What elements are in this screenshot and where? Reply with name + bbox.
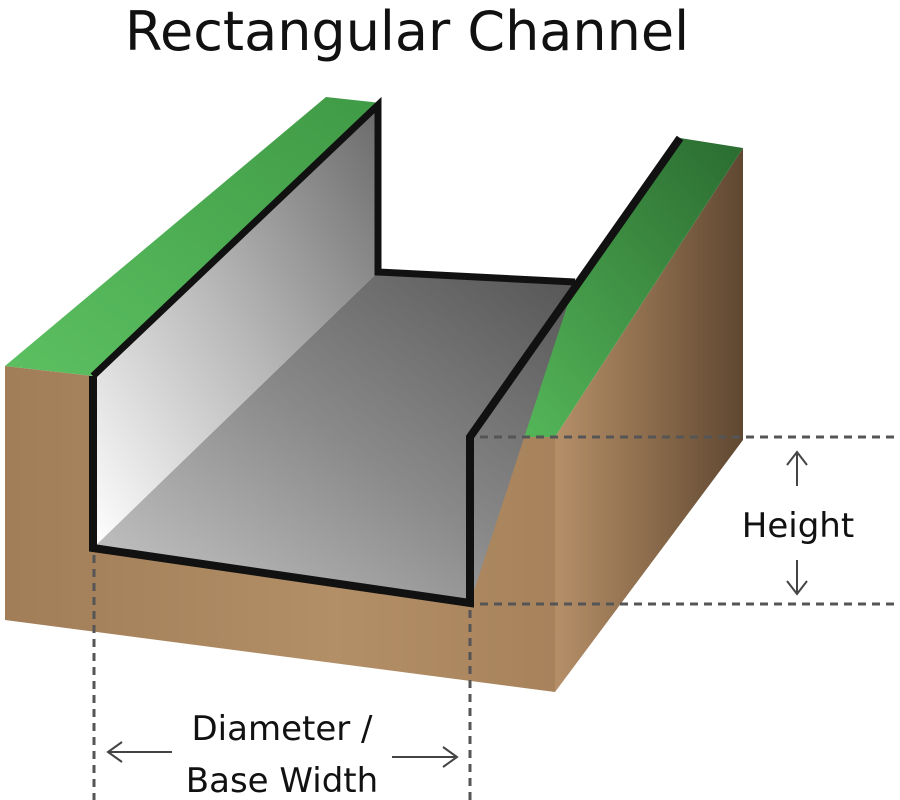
- height-down-arrow-icon: [786, 560, 808, 596]
- soil-front-face: [5, 366, 555, 692]
- left-bank-grass: [5, 97, 381, 376]
- base-right-arrow-icon: [392, 746, 459, 768]
- diagram-title: Rectangular Channel: [125, 0, 689, 63]
- channel-outline: [89, 135, 684, 608]
- channel-floor: [93, 272, 575, 603]
- height-label: Height: [742, 506, 854, 546]
- base-width-label-line1: Diameter /: [192, 709, 374, 749]
- channel-left-wall: [93, 105, 378, 548]
- height-up-arrow-icon: [786, 450, 808, 486]
- base-width-label-line2: Base Width: [186, 761, 378, 800]
- channel-back-outline: [90, 96, 576, 379]
- soil-side-face: [555, 148, 743, 692]
- base-left-arrow-icon: [106, 741, 172, 763]
